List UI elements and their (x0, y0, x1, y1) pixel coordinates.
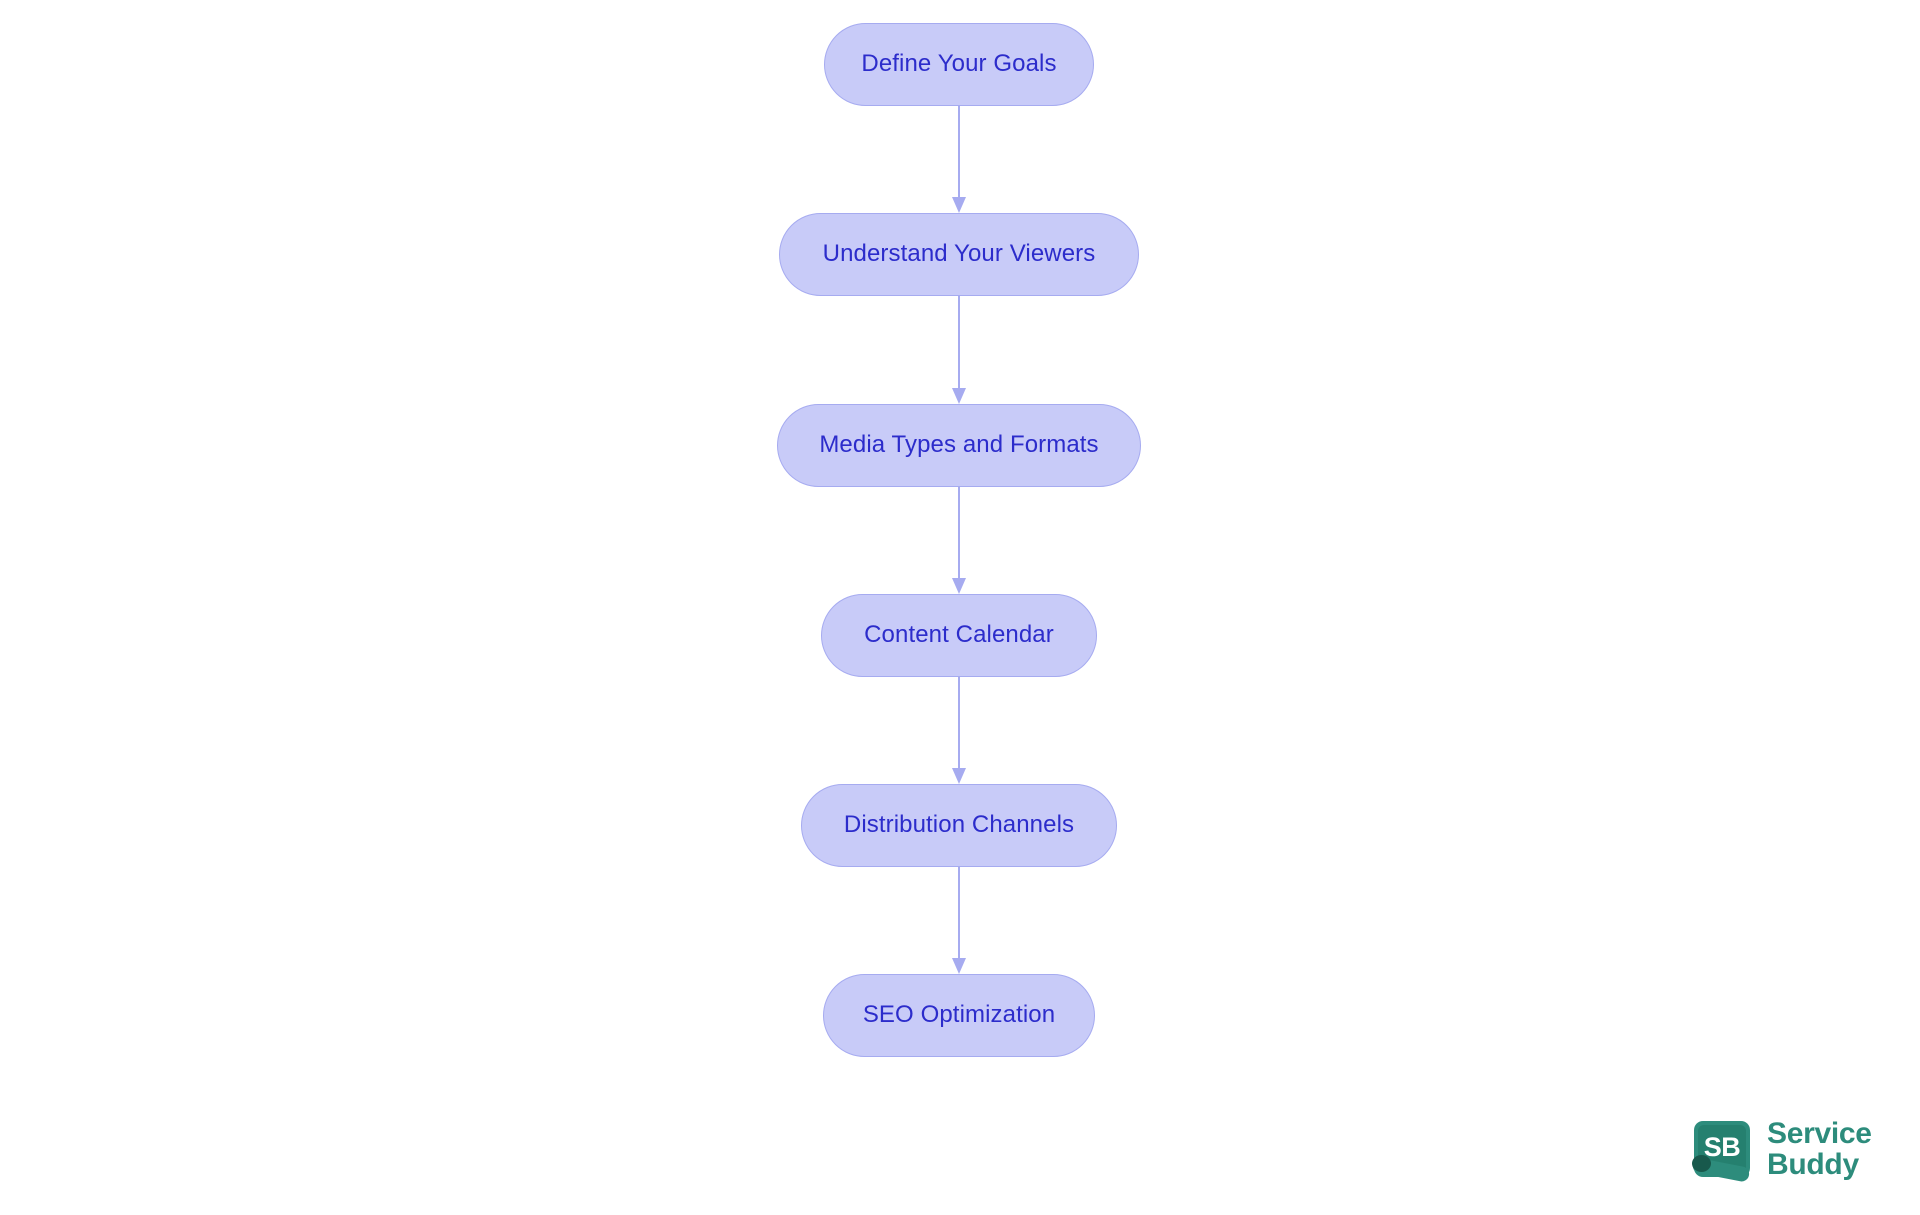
flow-node-label: Understand Your Viewers (822, 240, 1096, 267)
flow-node-label: SEO Optimization (862, 1001, 1056, 1028)
service-buddy-logo: SB Service Buddy (1691, 1112, 1900, 1188)
flow-node-n2[interactable]: Understand Your Viewers (779, 212, 1139, 296)
arrow-head-icon (952, 387, 967, 404)
arrow-head-icon (952, 577, 967, 594)
logo-initials: SB (1703, 1131, 1741, 1162)
arrow-head-icon (952, 767, 967, 784)
logo-wordmark: Service Buddy (1767, 1119, 1872, 1180)
flow-node-label: Media Types and Formats (819, 431, 1099, 458)
flow-node-label: Distribution Channels (843, 811, 1075, 838)
connector-line (957, 676, 961, 770)
arrow-head-icon (952, 196, 967, 213)
connector-line (957, 105, 961, 199)
arrow-head-icon (952, 957, 967, 974)
flow-node-label: Define Your Goals (861, 50, 1057, 77)
logo-word-service: Service (1767, 1117, 1872, 1151)
logo-mark-icon: SB (1691, 1119, 1754, 1183)
logo-word-buddy: Buddy (1767, 1148, 1859, 1181)
connector-line (957, 486, 961, 580)
flow-node-n5[interactable]: Distribution Channels (801, 783, 1117, 867)
flow-node-label: Content Calendar (864, 621, 1054, 648)
flow-node-n6[interactable]: SEO Optimization (823, 973, 1095, 1057)
connector-line (957, 866, 961, 960)
connector-line (957, 295, 961, 390)
flow-node-n4[interactable]: Content Calendar (821, 593, 1097, 677)
flow-node-n3[interactable]: Media Types and Formats (777, 403, 1141, 487)
logo-roller-cap-icon (1692, 1155, 1711, 1172)
flow-node-n1[interactable]: Define Your Goals (824, 22, 1094, 106)
